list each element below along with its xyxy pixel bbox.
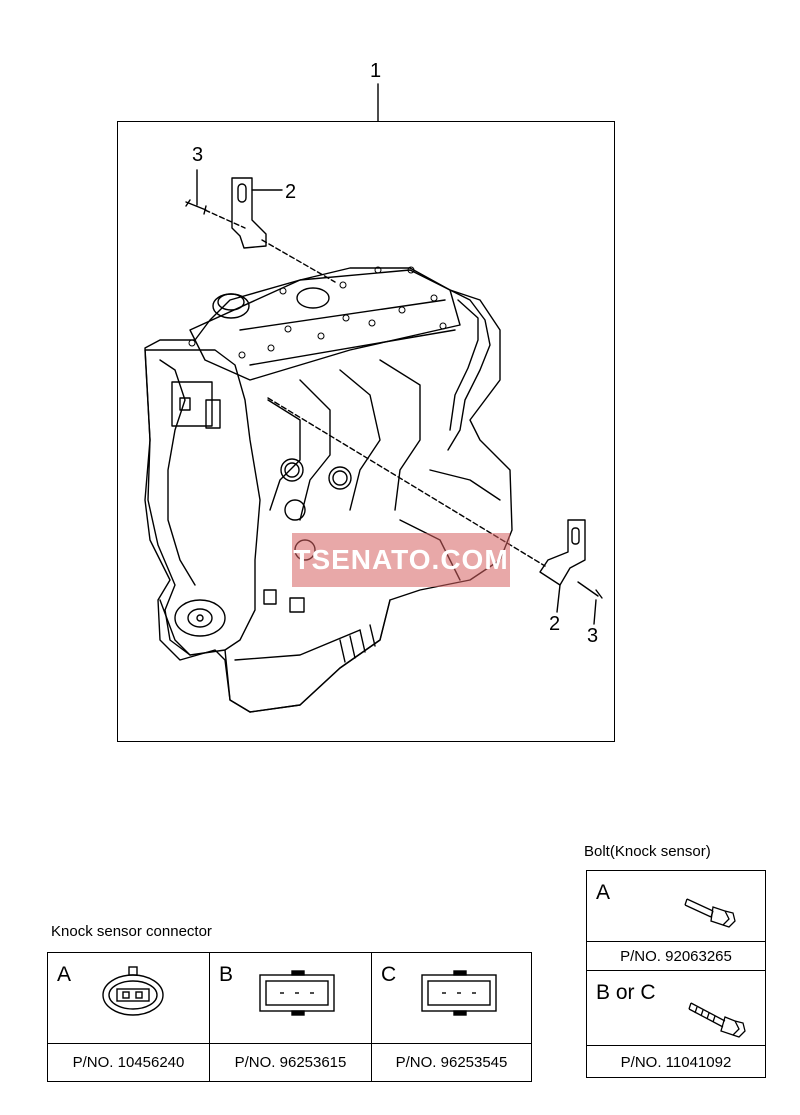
bolt-table-title: Bolt(Knock sensor) (584, 843, 711, 860)
watermark: TSENATO.COM (292, 533, 510, 587)
connector-a-image-cell: A (47, 952, 210, 1044)
callout-main: 1 (370, 60, 382, 82)
connector-c-pn-cell: P/NO. 96253545 (371, 1043, 532, 1082)
callout-bolt-top: 3 (192, 144, 204, 166)
rect-connector-icon (421, 970, 497, 1016)
connector-table-title: Knock sensor connector (51, 923, 212, 940)
connector-a-letter: A (57, 963, 72, 986)
connector-c-letter: C (381, 963, 397, 986)
connector-c-pn: P/NO. 96253545 (395, 1054, 508, 1071)
connector-a-pn: P/NO. 10456240 (72, 1054, 185, 1071)
bolt-bc-pn: P/NO. 11041092 (620, 1054, 732, 1071)
bolt-icon (684, 898, 736, 928)
bolt-bc-image-cell: B or C (586, 970, 766, 1046)
callout-bracket-bottom: 2 (549, 613, 561, 635)
bolt-a-image-cell: A (586, 870, 766, 942)
bolt-bc-pn-cell: P/NO. 11041092 (586, 1045, 766, 1078)
connector-b-pn: P/NO. 96253615 (234, 1054, 347, 1071)
callout-bracket-top: 2 (285, 181, 297, 203)
bolt-a-letter: A (596, 881, 611, 904)
connector-c-image-cell: C (371, 952, 532, 1044)
bolt-bc-letter: B or C (596, 981, 656, 1004)
bolt-a-pn-cell: P/NO. 92063265 (586, 941, 766, 971)
connector-b-pn-cell: P/NO. 96253615 (209, 1043, 372, 1082)
engine-illustration (144, 83, 603, 713)
long-bolt-icon (688, 1002, 746, 1038)
round-connector-icon (102, 966, 164, 1016)
bolt-a-pn: P/NO. 92063265 (620, 948, 732, 965)
engine-diagram-frame (117, 121, 615, 742)
connector-b-image-cell: B (209, 952, 372, 1044)
rect-connector-icon (259, 970, 335, 1016)
connector-b-letter: B (219, 963, 234, 986)
connector-a-pn-cell: P/NO. 10456240 (47, 1043, 210, 1082)
callout-bolt-bottom: 3 (587, 625, 599, 647)
